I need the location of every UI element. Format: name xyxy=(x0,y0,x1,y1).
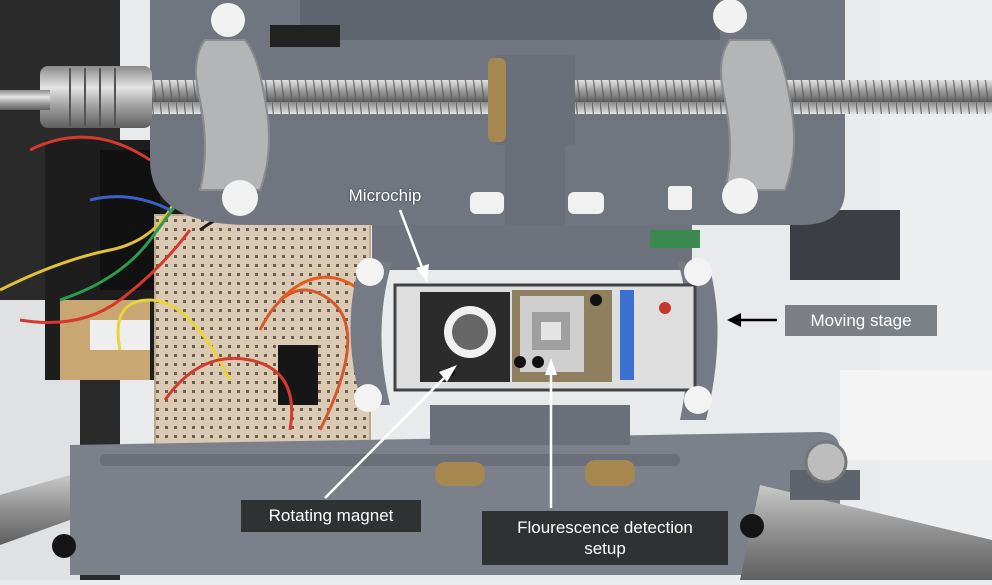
rotating-magnet-label: Rotating magnet xyxy=(241,500,421,532)
fluorescence-label-line-2: setup xyxy=(584,539,626,558)
microchip-label: Microchip xyxy=(348,186,422,205)
fluorescence-label-line-1: Flourescence detection xyxy=(517,518,693,537)
fluorescence-detection-label: Flourescence detection setup xyxy=(482,511,728,565)
moving-stage-label: Moving stage xyxy=(785,305,937,336)
